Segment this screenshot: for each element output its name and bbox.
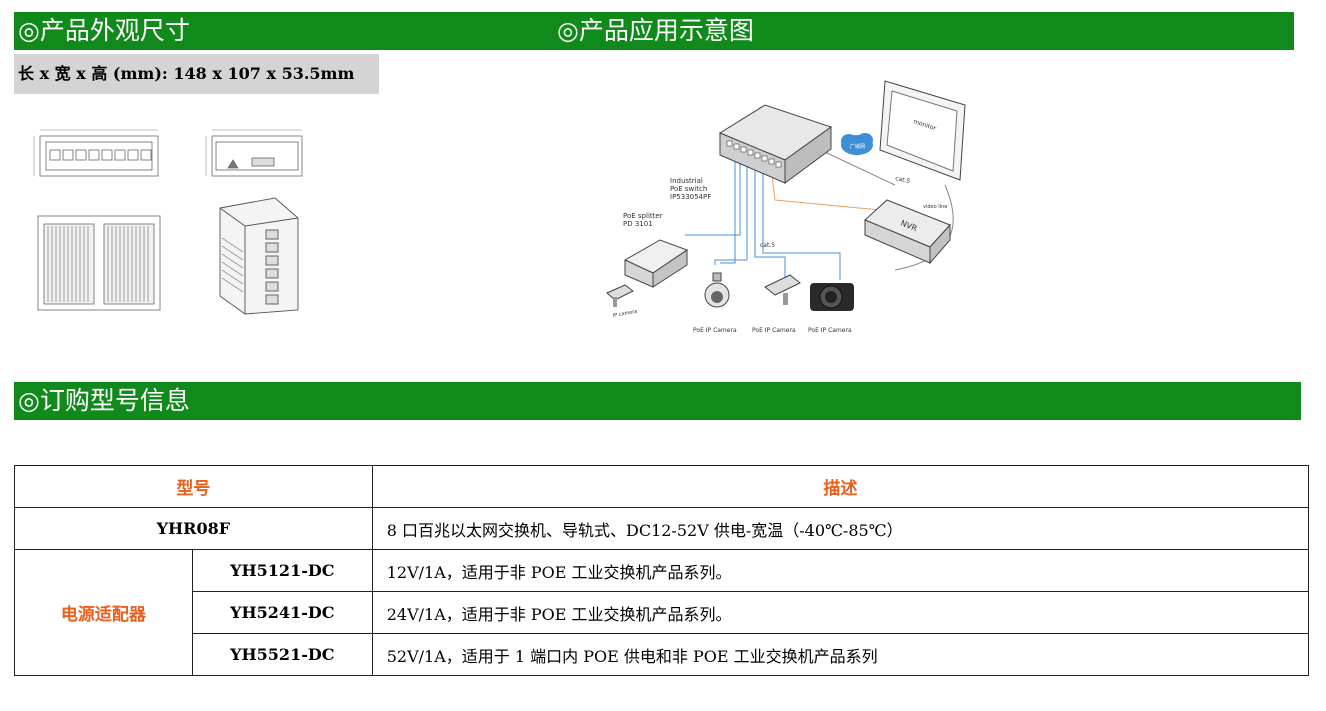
top-view-drawing	[37, 215, 161, 311]
cable-camera-3	[754, 153, 786, 280]
cloud-label: 广域网	[850, 143, 865, 150]
switch-label-2: PoE switch	[670, 185, 707, 193]
table-row: YHR08F 8 口百兆以太网交换机、导轨式、DC12-52V 供电-宽温（-4…	[14, 507, 1310, 550]
splitter-label-2: PD 3101	[623, 220, 653, 228]
table-row: 电源适配器 YH5121-DC 12V/1A，适用于非 POE 工业交换机产品系…	[14, 549, 1310, 676]
model-cell: YHR08F	[14, 507, 373, 550]
front-view-drawing	[33, 129, 159, 177]
header-model: 型号	[14, 465, 373, 508]
table-row: YH5241-DC 24V/1A，适用于非 POE 工业交换机产品系列。	[15, 591, 1310, 634]
adapter-group-cell: 电源适配器	[14, 549, 193, 676]
camera-label-1: IP camera	[612, 309, 638, 319]
description-cell: 12V/1A，适用于非 POE 工业交换机产品系列。	[371, 549, 1310, 592]
switch-label-3: IP533054PF	[670, 193, 711, 201]
monitor-device	[879, 80, 966, 181]
nvr-device	[864, 199, 951, 265]
application-heading: ◎产品应用示意图	[557, 16, 754, 45]
isometric-view-drawing	[219, 197, 299, 315]
switch-label-1: Industrial	[670, 177, 703, 185]
model-cell: YH5521-DC	[191, 633, 373, 676]
section-heading-bar: ◎产品外观尺寸 ◎产品应用示意图	[14, 12, 1294, 50]
camera-label-3: PoE IP Camera	[752, 327, 796, 334]
dslr-camera-device	[810, 283, 854, 311]
dimensions-text: 长 x 宽 x 高 (mm): 148 x 107 x 53.5mm	[14, 54, 379, 94]
ordering-heading-bar: ◎订购型号信息	[14, 382, 1301, 420]
camera-label-2: PoE IP Camera	[693, 327, 737, 334]
dimensions-heading: ◎产品外观尺寸	[18, 16, 190, 45]
splitter-label-1: PoE splitter	[623, 212, 663, 220]
poe-switch-device	[718, 104, 833, 184]
application-diagram: Industrial PoE switch IP533054PF 广域网 mon…	[606, 80, 966, 334]
cable-camera-4	[762, 153, 841, 280]
video-line-label: video line	[923, 204, 947, 210]
description-cell: 52V/1A，适用于 1 端口内 POE 供电和非 POE 工业交换机产品系列	[371, 633, 1310, 676]
header-description: 描述	[371, 465, 1310, 508]
model-cell: YH5121-DC	[191, 549, 373, 592]
ordering-table: 型号 描述 YHR08F 8 口百兆以太网交换机、导轨式、DC12-52V 供电…	[14, 465, 1310, 676]
side-view-drawing	[205, 129, 303, 177]
cable-label-2: cat.5	[760, 242, 775, 249]
table-row: YH5521-DC 52V/1A，适用于 1 端口内 POE 供电和非 POE …	[15, 633, 1310, 676]
cable-label-1: cat.5	[895, 175, 911, 185]
product-drawings	[33, 129, 303, 315]
camera-label-4: PoE IP Camera	[808, 327, 852, 334]
cable-splitter	[685, 155, 741, 236]
cable-camera-1	[720, 155, 736, 264]
poe-splitter-device	[623, 239, 689, 288]
bullet-camera-device	[764, 274, 801, 305]
table-header-row: 型号 描述	[14, 465, 1310, 508]
dome-camera-device	[704, 272, 730, 308]
description-cell: 24V/1A，适用于非 POE 工业交换机产品系列。	[371, 591, 1310, 634]
ip-camera-device	[606, 284, 634, 307]
description-cell: 8 口百兆以太网交换机、导轨式、DC12-52V 供电-宽温（-40℃-85℃）	[371, 507, 1310, 550]
model-cell: YH5241-DC	[191, 591, 373, 634]
cloud-icon	[841, 133, 873, 155]
cable-camera-2	[714, 153, 748, 265]
ordering-heading: ◎订购型号信息	[18, 386, 190, 415]
